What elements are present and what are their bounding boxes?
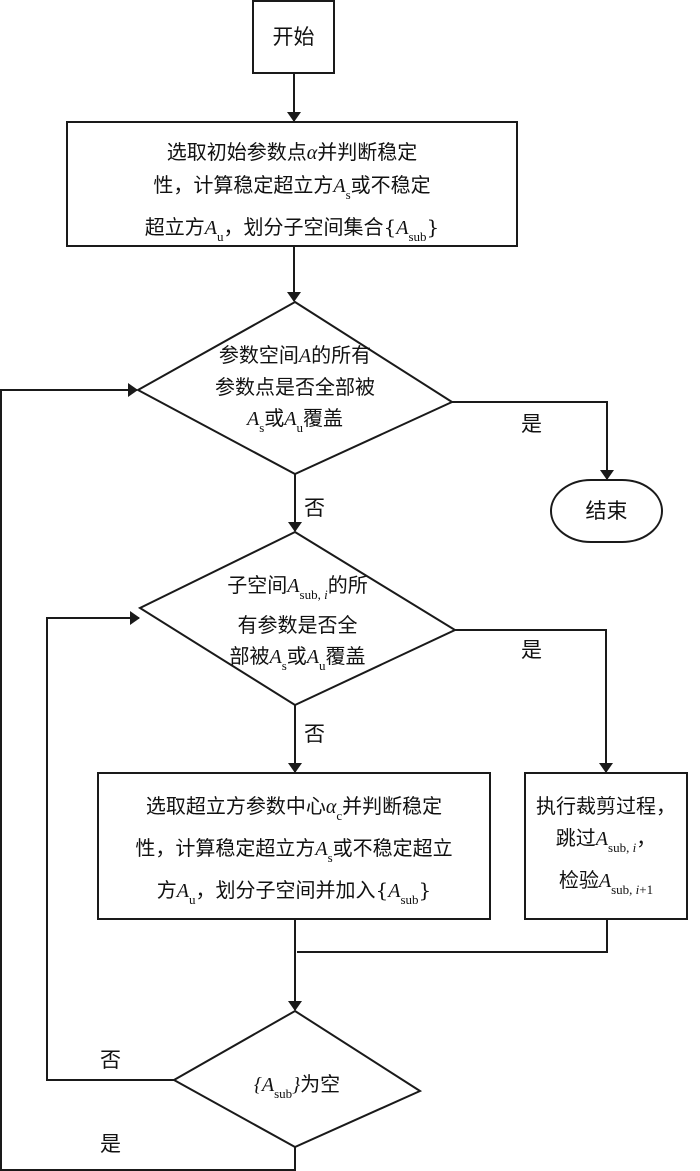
arrow-empty-yes-loop — [0, 383, 296, 1171]
edge-label-empty-no: 否 — [100, 1048, 121, 1072]
prune-process-label: 执行裁剪过程， 跳过Asub, i， 检验Asub, i+1 — [525, 790, 687, 906]
edge-label-sub-yes: 是 — [521, 638, 542, 662]
decision-cover-line-1: 参数空间A的所有 — [218, 343, 372, 367]
decision-empty-label: {Asub}为空 — [253, 1072, 341, 1101]
init-line-1: 选取初始参数点α并判断稳定 — [166, 140, 418, 164]
center-line-1: 选取超立方参数中心αc并判断稳定 — [145, 794, 443, 823]
end-node — [550, 479, 663, 543]
prune-line-1: 执行裁剪过程， — [536, 794, 676, 818]
center-process-label: 选取超立方参数中心αc并判断稳定 性，计算稳定超立方As或不稳定超立 方Au，划… — [98, 790, 490, 916]
decision-sub-line-1: 子空间Asub, i的所 — [227, 573, 368, 602]
decision-cover-line-2: 参数点是否全部被 — [215, 375, 375, 399]
center-line-3: 方Au，划分子空间并加入{Asub} — [156, 878, 432, 907]
arrow-sub-yes-to-prune — [455, 629, 613, 773]
start-text: 开始 — [272, 25, 315, 49]
arrow-empty-no-loop — [46, 611, 174, 1081]
connector-prune-to-merge — [297, 919, 608, 953]
center-line-2: 性，计算稳定超立方As或不稳定超立 — [135, 836, 453, 865]
prune-line-3: 检验Asub, i+1 — [558, 868, 654, 897]
start-node — [252, 0, 335, 74]
init-process-node — [66, 121, 518, 247]
decision-sub-line-2: 有参数是否全 — [237, 613, 358, 637]
edge-label-cover-no: 否 — [304, 496, 325, 520]
prune-line-2: 跳过Asub, i， — [555, 826, 657, 855]
end-text: 结束 — [585, 499, 628, 523]
end-label: 结束 — [551, 495, 662, 527]
start-label: 开始 — [253, 21, 334, 53]
init-line-2: 性，计算稳定超立方As或不稳定 — [153, 173, 431, 202]
center-process-node — [97, 772, 491, 920]
init-label: 选取初始参数点α并判断稳定 性，计算稳定超立方As或不稳定 超立方Au，划分子空… — [67, 136, 517, 253]
edge-label-sub-no: 否 — [304, 722, 325, 746]
arrow-cover-yes-to-end — [452, 401, 614, 480]
decision-sub-label: 子空间Asub, i的所 有参数是否全 部被As或Au覆盖 — [140, 570, 455, 681]
edge-label-cover-yes: 是 — [521, 412, 542, 436]
decision-sub-line-3: 部被As或Au覆盖 — [229, 644, 366, 673]
init-line-3: 超立方Au，划分子空间集合{Asub} — [144, 215, 440, 244]
decision-cover-label: 参数空间A的所有 参数点是否全部被 As或Au覆盖 — [140, 340, 450, 443]
edge-label-empty-yes: 是 — [100, 1132, 121, 1156]
decision-cover-line-3: As或Au覆盖 — [247, 406, 343, 435]
